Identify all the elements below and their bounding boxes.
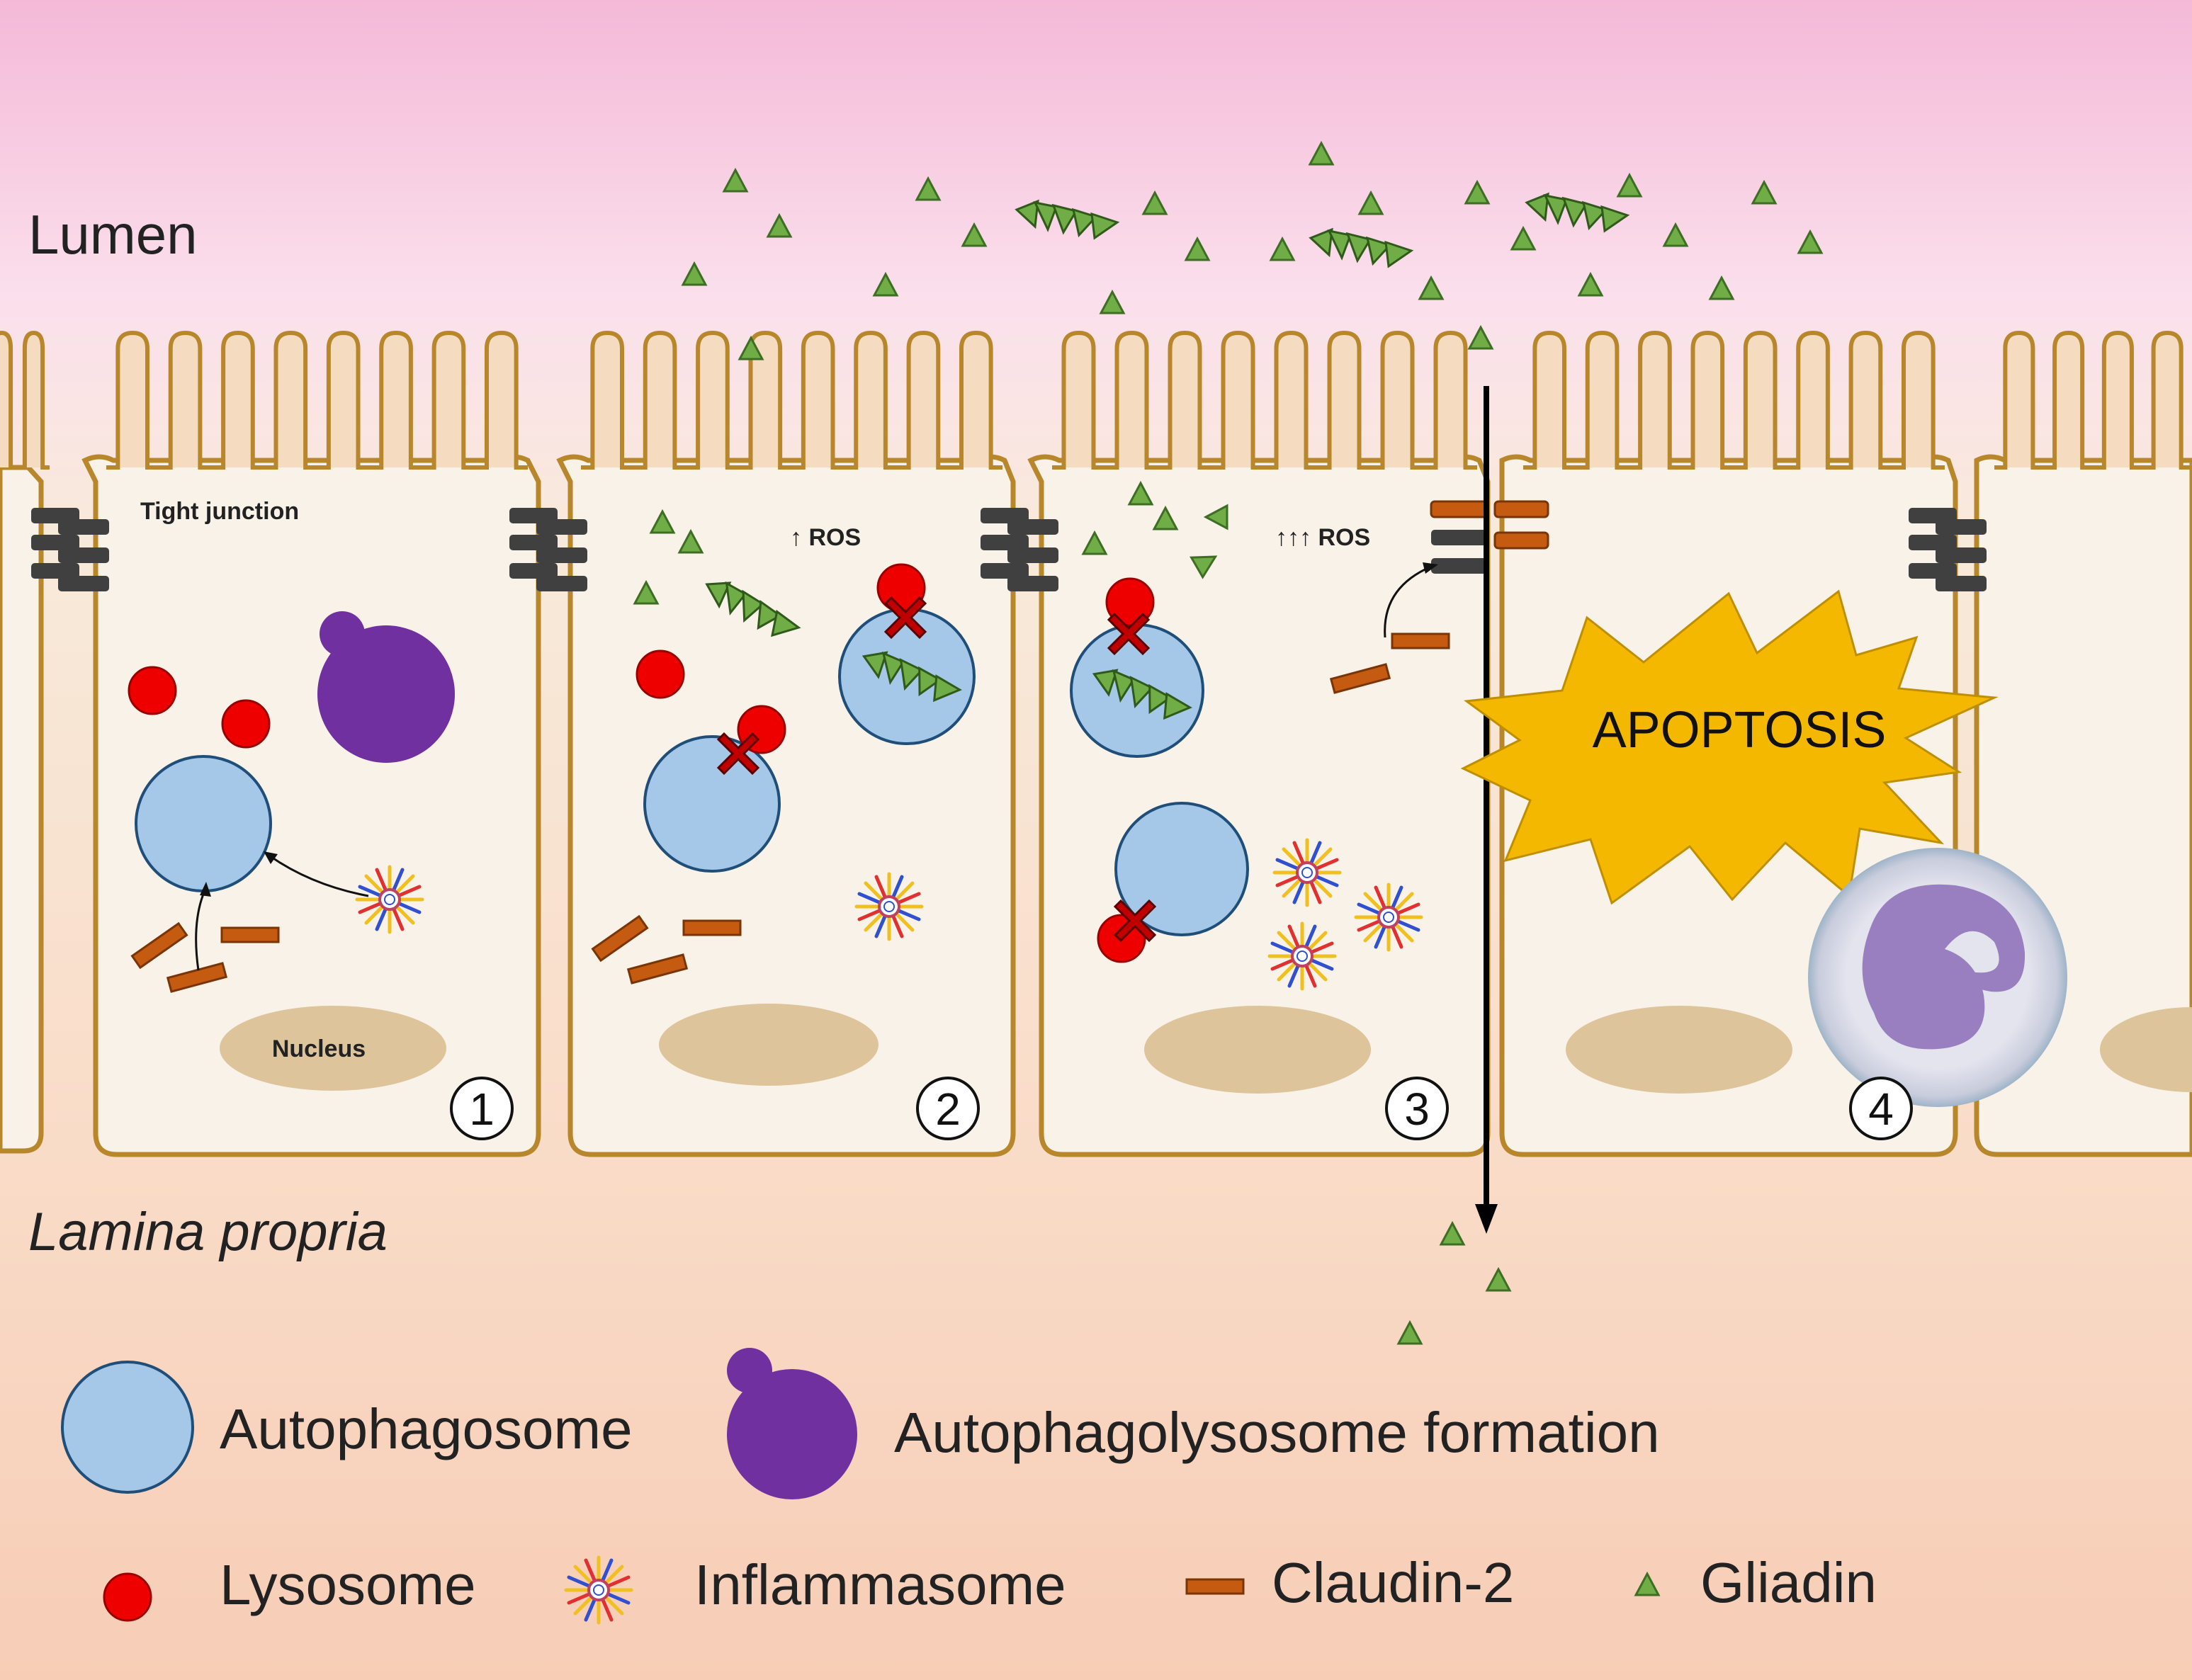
microvilli-border xyxy=(106,330,528,470)
microvilli-border xyxy=(1994,330,2192,470)
cell-3-contents xyxy=(1070,482,1450,989)
immune-cell xyxy=(1808,848,2067,1107)
legend-autophagosome-label: Autophagosome xyxy=(220,1397,633,1460)
legend-claudin-icon xyxy=(1185,1578,1245,1595)
cell-2-contents xyxy=(591,510,976,984)
step-2: 2 xyxy=(935,1084,961,1135)
microvilli-border xyxy=(1052,330,1477,470)
lysosome xyxy=(635,649,685,699)
tight-junction-label: Tight junction xyxy=(140,498,299,525)
cell-1-contents xyxy=(128,611,455,993)
lysosome xyxy=(221,699,271,749)
microvilli-border xyxy=(0,330,50,470)
legend-lysosome-icon xyxy=(103,1572,152,1622)
step-4: 4 xyxy=(1868,1084,1894,1135)
cell-partial-left xyxy=(0,465,44,1154)
nucleus-3 xyxy=(1144,1006,1371,1094)
legend: Autophagosome Autophagolysosome formatio… xyxy=(61,1348,1877,1623)
step-1: 1 xyxy=(469,1084,495,1135)
disrupted-junction xyxy=(1430,500,1549,574)
legend-claudin-label: Claudin-2 xyxy=(1272,1551,1514,1614)
microvilli-border xyxy=(581,330,1002,470)
apoptosis-burst xyxy=(1460,589,1999,905)
legend-inflammasome-label: Inflammasome xyxy=(694,1553,1066,1616)
nuclei xyxy=(220,1004,2192,1094)
legend-autophagolysosome-icon xyxy=(727,1348,857,1499)
nucleus-label: Nucleus xyxy=(272,1035,366,1062)
inflammasome xyxy=(1356,885,1421,950)
step-3: 3 xyxy=(1404,1084,1430,1135)
lysosome xyxy=(128,666,177,715)
apoptosis-label: APOPTOSIS xyxy=(1593,702,1887,759)
legend-gliadin-label: Gliadin xyxy=(1700,1551,1877,1614)
inflammasome xyxy=(1275,840,1340,905)
ros-label-cell-2: ↑ ROS xyxy=(790,524,861,551)
inflammasome xyxy=(857,874,922,939)
legend-inflammasome-icon xyxy=(566,1557,631,1623)
ros-label-cell-3: ↑↑↑ ROS xyxy=(1275,524,1370,551)
microvilli-border xyxy=(1523,330,1945,470)
legend-autophagosome-icon xyxy=(61,1361,194,1494)
legend-autophagolysosome-label: Autophagolysosome formation xyxy=(894,1401,1660,1464)
inflammasome xyxy=(357,867,422,932)
paracellular-arrow xyxy=(1475,386,1498,1234)
nucleus-2 xyxy=(659,1004,879,1086)
autophagolysosome xyxy=(317,625,455,763)
nucleus-4 xyxy=(1566,1006,1792,1094)
nucleus-right xyxy=(2100,1007,2192,1092)
inflammasome xyxy=(1270,924,1335,989)
lamina-propria-label: Lamina propria xyxy=(28,1202,388,1262)
legend-lysosome-label: Lysosome xyxy=(220,1553,476,1616)
step-markers: 1 2 3 4 xyxy=(450,1077,1913,1140)
microvilli xyxy=(0,330,2192,470)
autophagosome xyxy=(135,755,272,892)
autophagosome xyxy=(643,735,781,873)
lumen-label: Lumen xyxy=(28,203,198,266)
nucleus-1 xyxy=(220,1006,446,1091)
